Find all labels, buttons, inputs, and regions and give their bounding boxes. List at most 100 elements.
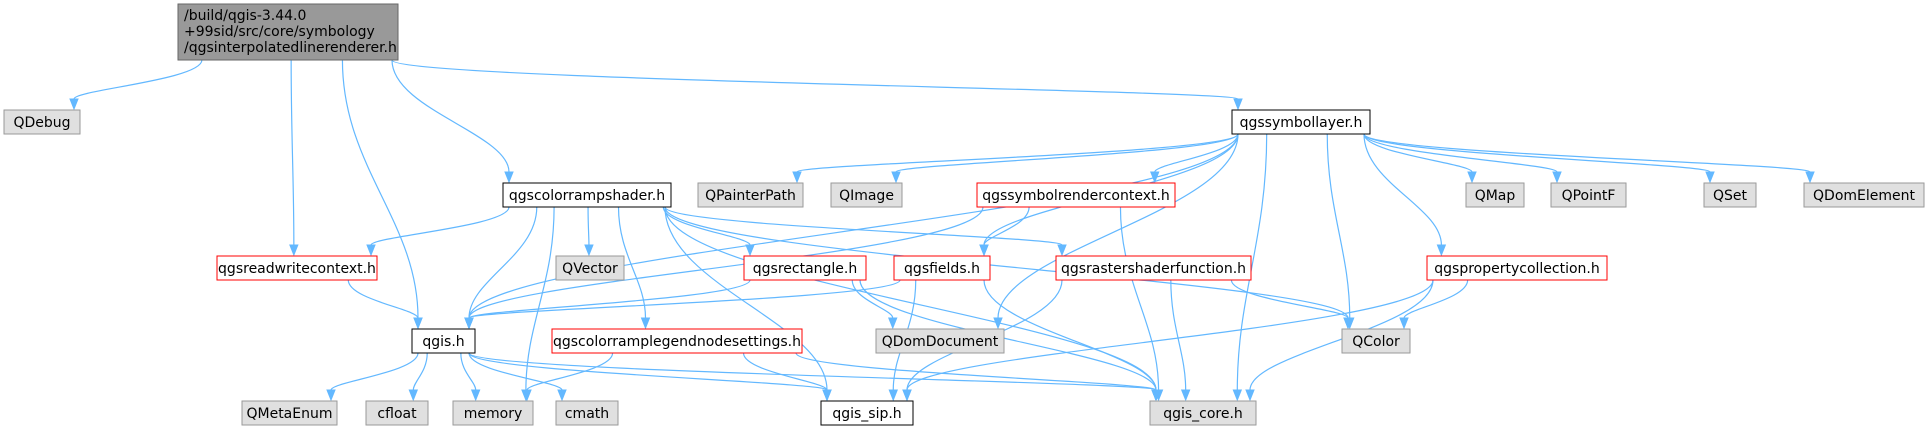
node-box: [830, 182, 903, 208]
node-box: [875, 328, 1005, 354]
node-qpainterpath[interactable]: QPainterPath: [697, 182, 804, 208]
node-label: qgsreadwritecontext.h: [218, 261, 376, 277]
node-qgsfields[interactable]: qgsfields.h: [893, 255, 991, 281]
edge-qgssymbollayer-to-qimage: [891, 133, 1239, 184]
node-box: [1149, 400, 1257, 426]
node-label: QDebug: [13, 115, 70, 131]
node-cmath[interactable]: cmath: [555, 400, 619, 426]
node-qimage[interactable]: QImage: [830, 182, 903, 208]
node-qgsreadwritecontext[interactable]: qgsreadwritecontext.h: [216, 255, 378, 281]
node-box: [177, 3, 399, 61]
node-box: [1550, 182, 1627, 208]
node-box: [1465, 182, 1525, 208]
node-box: [365, 400, 429, 426]
node-box: [743, 255, 867, 281]
node-label: QMetaEnum: [246, 406, 332, 422]
edge-qgsfields-to-qgis: [464, 279, 901, 330]
node-label: qgssymbolrendercontext.h: [982, 188, 1170, 204]
edge-qgscolorramplegendnodesettings-to-memory: [522, 352, 614, 402]
edge-qgssymbolrendercontext-to-qgsfields: [979, 206, 1030, 257]
node-qgis_sip[interactable]: qgis_sip.h: [820, 400, 914, 426]
edge-qgspropertycollection-to-qgis_sip: [902, 279, 1434, 402]
node-qdebug[interactable]: QDebug: [3, 109, 81, 135]
node-label: qgis_core.h: [1163, 406, 1243, 422]
node-label: QImage: [839, 188, 894, 204]
node-label: qgspropertycollection.h: [1434, 261, 1600, 277]
edge-qgscolorramplegendnodesettings-to-qgis_core: [795, 352, 1161, 402]
node-box: [1055, 255, 1252, 281]
node-qgscolorrampshader[interactable]: qgscolorrampshader.h: [502, 182, 672, 208]
node-label: QSet: [1713, 188, 1748, 204]
node-box: [976, 182, 1176, 208]
edge-qgscolorrampshader-to-qgscolorramplegendnodesettings: [617, 206, 651, 330]
node-box: [216, 255, 378, 281]
node-box: [452, 400, 534, 426]
node-qmap[interactable]: QMap: [1465, 182, 1525, 208]
node-box: [1341, 328, 1411, 354]
node-qdomdocument[interactable]: QDomDocument: [875, 328, 1005, 354]
node-root[interactable]: /build/qgis-3.44.0+99sid/src/core/symbol…: [177, 3, 399, 61]
node-label: qgis_sip.h: [832, 406, 901, 422]
node-box: [697, 182, 804, 208]
node-cfloat[interactable]: cfloat: [365, 400, 429, 426]
node-label: cfloat: [377, 406, 417, 422]
node-qvector[interactable]: QVector: [555, 255, 625, 281]
node-qcolor[interactable]: QColor: [1341, 328, 1411, 354]
edge-qgis-to-memory: [460, 352, 481, 402]
edge-qgssymbollayer-to-qmap: [1363, 133, 1477, 184]
node-qgssymbolrendercontext[interactable]: qgssymbolrendercontext.h: [976, 182, 1176, 208]
node-qgscolorramplegendnodesettings[interactable]: qgscolorramplegendnodesettings.h: [551, 328, 803, 354]
node-box: [893, 255, 991, 281]
node-box: [551, 328, 803, 354]
edge-qgspropertycollection-to-qcolor: [1399, 279, 1469, 330]
edge-root-to-qgis: [341, 59, 423, 330]
edge-qgis-to-cfloat: [408, 352, 428, 402]
edge-qgssymbollayer-to-qdomelement: [1363, 133, 1815, 184]
node-box: [411, 328, 476, 354]
edge-qgsrectangle-to-qgis: [464, 279, 751, 330]
node-qset[interactable]: QSet: [1703, 182, 1757, 208]
node-memory[interactable]: memory: [452, 400, 534, 426]
node-label: QVector: [562, 261, 618, 277]
node-qmetaenum[interactable]: QMetaEnum: [241, 400, 338, 426]
edge-root-to-qdebug: [69, 59, 203, 111]
node-box: [241, 400, 338, 426]
edge-qgssymbollayer-to-qgis_core: [1232, 133, 1268, 402]
node-qgssymbollayer[interactable]: qgssymbollayer.h: [1231, 109, 1371, 135]
node-box: [1426, 255, 1608, 281]
node-box: [3, 109, 81, 135]
edge-qgsrastershaderfunction-to-qgis_core: [1170, 279, 1191, 402]
edge-qgsrastershaderfunction-to-qcolor: [1230, 279, 1353, 330]
node-box: [1703, 182, 1757, 208]
dependency-nodes: /build/qgis-3.44.0+99sid/src/core/symbol…: [3, 3, 1925, 426]
edge-qgssymbollayer-to-qgspropertycollection: [1363, 133, 1447, 257]
edge-qgssymbollayer-to-qpainterpath: [792, 133, 1239, 184]
node-label: QPointF: [1562, 188, 1616, 204]
node-label: QDomDocument: [882, 334, 999, 350]
node-qgsrastershaderfunction[interactable]: qgsrastershaderfunction.h: [1055, 255, 1252, 281]
node-label: qgssymbollayer.h: [1240, 115, 1363, 131]
node-qgspropertycollection[interactable]: qgspropertycollection.h: [1426, 255, 1608, 281]
node-qdomelement[interactable]: QDomElement: [1803, 182, 1925, 208]
edge-qgscolorrampshader-to-memory: [521, 206, 555, 402]
node-label: QMap: [1475, 188, 1516, 204]
node-qgis[interactable]: qgis.h: [411, 328, 476, 354]
node-qpointf[interactable]: QPointF: [1550, 182, 1627, 208]
node-box: [1231, 109, 1371, 135]
node-label: QColor: [1352, 334, 1400, 350]
node-box: [502, 182, 672, 208]
edge-root-to-qgscolorrampshader: [391, 59, 514, 184]
edge-qgssymbollayer-to-qcolor: [1326, 133, 1355, 330]
edge-qgssymbollayer-to-qgssymbolrendercontext: [1150, 133, 1239, 184]
edge-qgscolorrampshader-to-qvector: [584, 206, 594, 257]
node-label: cmath: [565, 406, 609, 422]
node-label: qgsfields.h: [904, 261, 980, 277]
node-qgis_core[interactable]: qgis_core.h: [1149, 400, 1257, 426]
node-qgsrectangle[interactable]: qgsrectangle.h: [743, 255, 867, 281]
node-label: QPainterPath: [705, 188, 796, 204]
edge-qgssymbollayer-to-qset: [1363, 133, 1715, 184]
node-label: qgscolorrampshader.h: [509, 188, 665, 204]
node-box: [1803, 182, 1925, 208]
edge-qgsrectangle-to-qdomdocument: [851, 279, 898, 330]
